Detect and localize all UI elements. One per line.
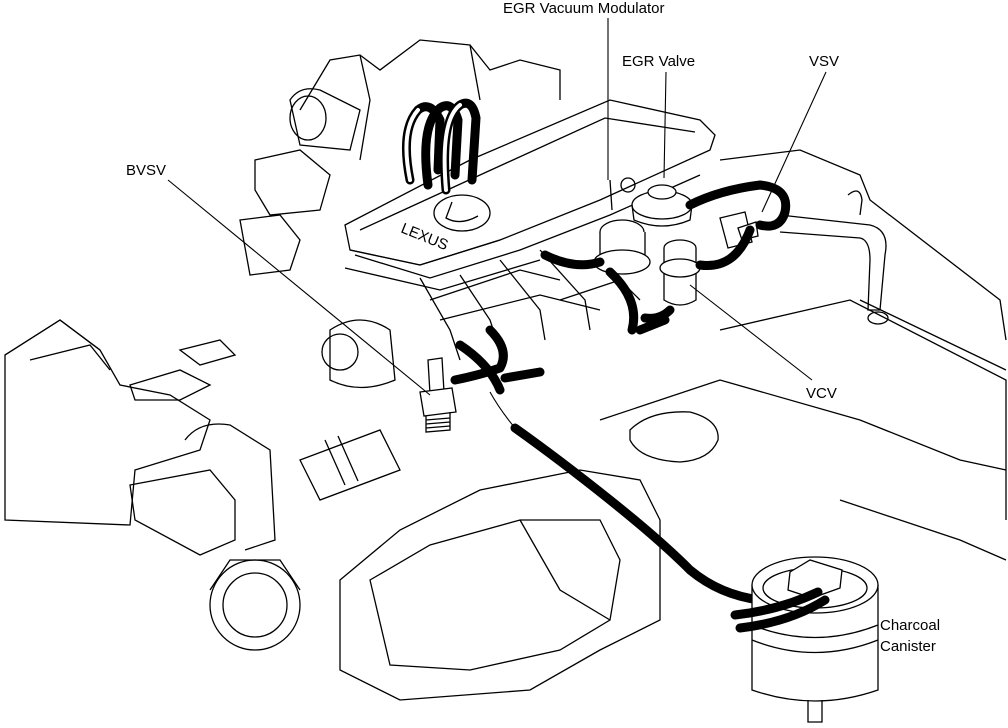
vsv-label: VSV bbox=[809, 53, 839, 70]
egr-vacuum-modulator bbox=[593, 179, 651, 275]
vcv-valve bbox=[659, 239, 701, 306]
vcv-label: VCV bbox=[806, 385, 837, 402]
egr-valve-label: EGR Valve bbox=[622, 53, 695, 70]
plug-wires bbox=[401, 98, 481, 195]
charcoal-canister bbox=[730, 556, 879, 723]
leader-lines bbox=[167, 18, 827, 396]
charcoal-canister-label-line2: Canister bbox=[880, 638, 936, 655]
engine-outline bbox=[4, 39, 1007, 701]
charcoal-canister-label-line1: Charcoal bbox=[880, 617, 940, 634]
bvsv-valve bbox=[419, 357, 457, 433]
egr-vacuum-modulator-label: EGR Vacuum Modulator bbox=[503, 0, 664, 17]
labels: EGR Vacuum Modulator EGR Valve VSV BVSV … bbox=[126, 0, 940, 655]
bvsv-label: BVSV bbox=[126, 162, 166, 179]
intake-plenum: LEXUS bbox=[344, 99, 716, 361]
lexus-logo-icon bbox=[433, 194, 491, 232]
